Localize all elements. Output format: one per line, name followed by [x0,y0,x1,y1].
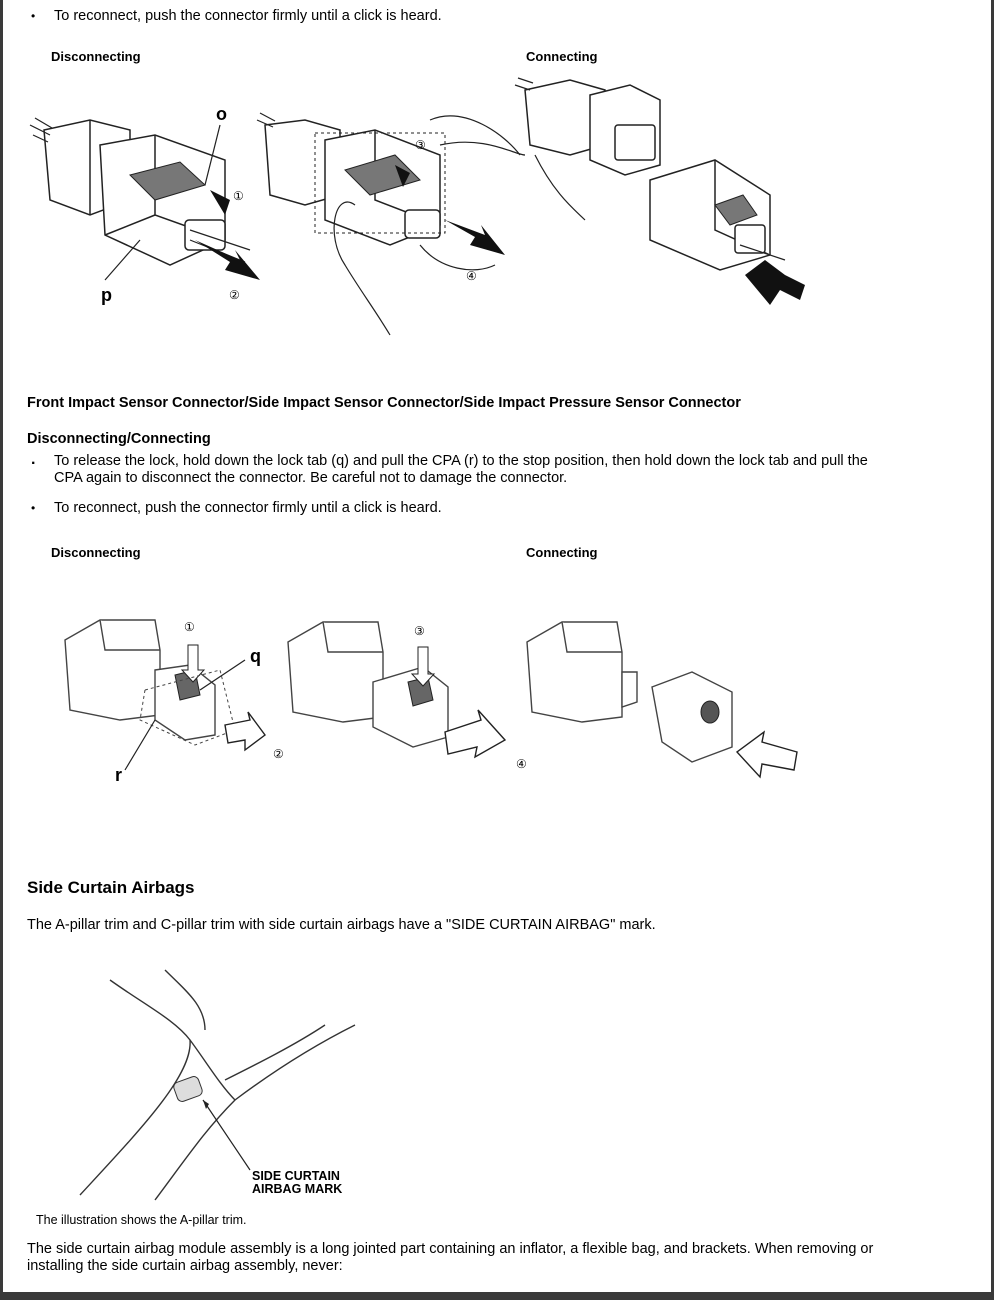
connecting-label: Connecting [526,545,598,560]
section-title-side-curtain-airbags: Side Curtain Airbags [27,878,195,897]
reconnect-instruction: To reconnect, push the connector firmly … [54,8,442,24]
illustration-caption: The illustration shows the A-pillar trim… [36,1213,247,1227]
sensor-connector-disconnect-illustration-2 [287,621,507,759]
connector-disconnect-illustration-2 [256,112,526,336]
step-3-marker: ③ [415,138,426,152]
a-pillar-trim-illustration [79,969,356,1201]
subheading-disconnecting-connecting: Disconnecting/Connecting [27,431,211,447]
step-1-marker: ① [184,620,195,634]
page-frame-right [991,0,994,1300]
closing-paragraph-line1: The side curtain airbag module assembly … [27,1241,874,1257]
callout-o: o [216,104,227,124]
closing-paragraph-line2: installing the side curtain airbag assem… [27,1258,343,1274]
step-3-marker: ③ [414,624,425,638]
sensor-connector-connect-illustration [526,621,798,779]
callout-q: q [250,646,261,666]
step-1-marker: ① [233,189,244,203]
disconnecting-label: Disconnecting [51,545,141,560]
bullet-marker: • [31,501,36,515]
airbag-mark-label-line1: SIDE CURTAIN [252,1169,340,1183]
sensor-connector-disconnect-illustration-1 [64,619,266,771]
connector-disconnect-illustration-1 [29,117,260,281]
connecting-label: Connecting [526,49,598,64]
step-4-marker: ④ [466,269,477,283]
callout-p: p [101,285,112,305]
step-2-marker: ② [273,747,284,761]
disconnecting-label: Disconnecting [51,49,141,64]
bullet-marker: . [31,451,36,468]
release-instruction-line1: To release the lock, hold down the lock … [54,453,868,469]
callout-r: r [115,765,123,785]
page-frame-left [0,0,3,1300]
connector-connect-illustration-1 [514,77,805,305]
step-4-marker: ④ [516,757,527,771]
bullet-marker: • [31,9,36,23]
airbag-mark-label-line2: AIRBAG MARK [252,1182,343,1196]
page-frame-bottom [0,1292,994,1300]
step-2-marker: ② [229,288,240,302]
reconnect-instruction: To reconnect, push the connector firmly … [54,500,442,516]
release-instruction-line2: CPA again to disconnect the connector. B… [54,470,568,486]
side-curtain-intro: The A-pillar trim and C-pillar trim with… [27,917,656,933]
section-heading-impact-sensor: Front Impact Sensor Connector/Side Impac… [27,395,741,411]
